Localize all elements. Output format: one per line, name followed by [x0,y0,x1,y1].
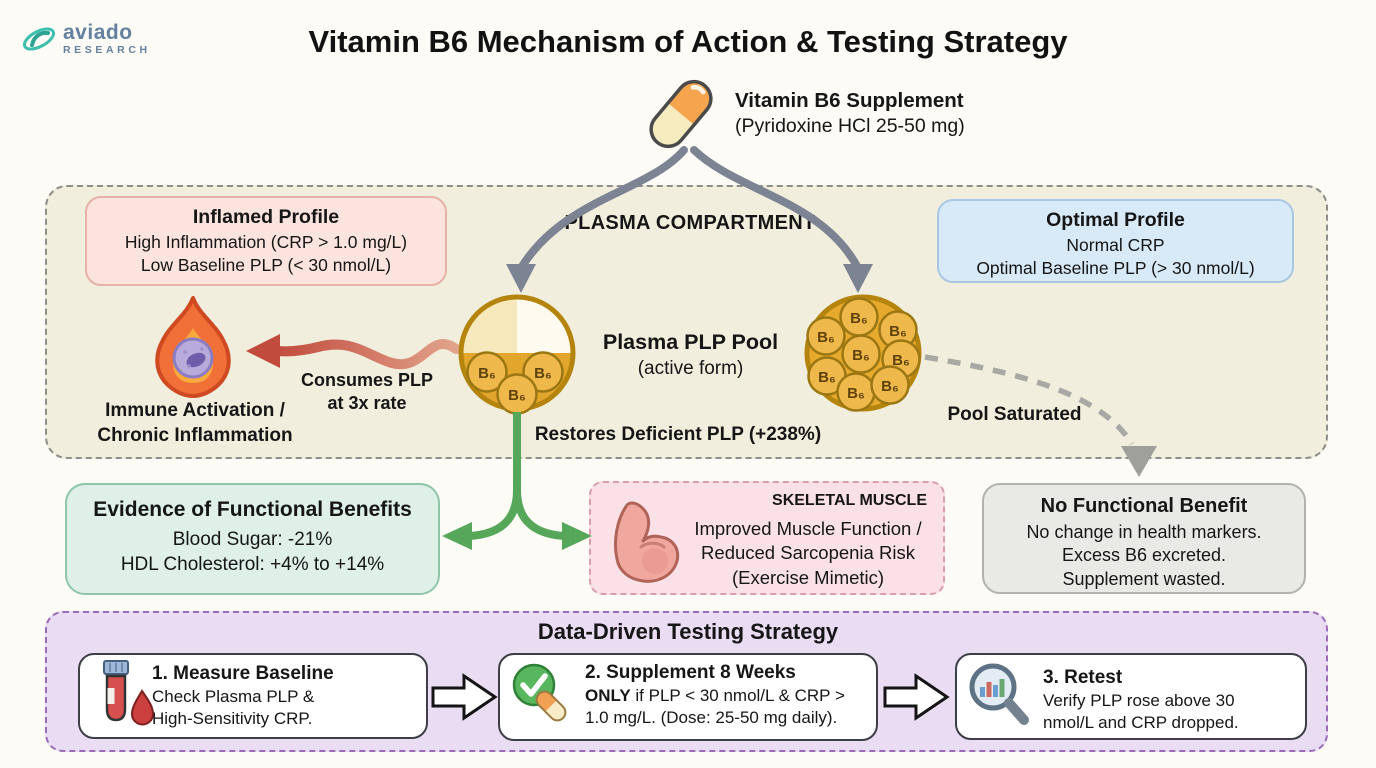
inflamed-profile-title: Inflamed Profile [192,206,340,228]
consumes-line2: at 3x rate [327,393,407,414]
skeletal-muscle-tag: SKELETAL MUSCLE [772,492,927,509]
brand-logo: aviado RESEARCH [20,22,151,56]
muscle-benefit-text: Improved Muscle Function / Reduced Sarco… [679,517,937,590]
pool-title: Plasma PLP Pool [602,330,779,354]
benefits-title: Evidence of Functional Benefits [93,498,412,521]
page-title: Vitamin B6 Mechanism of Action & Testing… [308,24,1068,59]
no-benefit-line3: Supplement wasted. [1062,568,1226,589]
step-3-line1: Verify PLP rose above 30 [1043,691,1235,711]
testing-strategy-title: Data-Driven Testing Strategy [537,619,839,644]
supplement-label: Vitamin B6 Supplement (Pyridoxine HCl 25… [735,88,965,138]
step-2-condition: if PLP < 30 nmol/L & CRP > [630,686,845,706]
no-benefit-box: No Functional Benefit No change in healt… [982,483,1306,594]
optimal-profile-line1: Normal CRP [1066,234,1165,255]
step-2-text: 2. Supplement 8 Weeks ONLY if PLP < 30 n… [585,661,875,728]
immune-activation-label: Immune Activation / Chronic Inflammation [55,399,335,448]
restores-plp-label: Restores Deficient PLP (+238%) [534,424,822,445]
immune-line2: Chronic Inflammation [97,424,293,446]
aviado-logo-icon [22,27,56,51]
muscle-line2: Reduced Sarcopenia Risk [701,542,915,564]
no-benefit-line2: Excess B6 excreted. [1061,545,1227,566]
step-3-text: 3. Retest Verify PLP rose above 30 nmol/… [1043,666,1295,733]
consumes-line1: Consumes PLP [300,370,434,390]
functional-benefits-box: Evidence of Functional Benefits Blood Su… [65,483,440,595]
skeletal-muscle-box: SKELETAL MUSCLE Improved Muscle Function… [589,481,945,595]
supplement-title: Vitamin B6 Supplement [735,89,964,112]
capsule-icon [649,79,713,149]
step-1-line2: High-Sensitivity CRP. [152,708,313,728]
optimal-profile-title: Optimal Profile [1046,209,1185,231]
muscle-line3: (Exercise Mimetic) [731,566,885,588]
optimal-profile-box: Optimal Profile Normal CRP Optimal Basel… [937,199,1294,283]
supplement-dose: (Pyridoxine HCl 25-50 mg) [735,114,965,137]
immune-line1: Immune Activation / [105,400,285,421]
benefits-line2: HDL Cholesterol: +4% to +14% [120,553,385,575]
optimal-profile-line2: Optimal Baseline PLP (> 30 nmol/L) [976,257,1255,278]
pool-subtitle: (active form) [637,357,744,379]
step-2-line2: 1.0 mg/L. (Dose: 25-50 mg daily). [585,707,838,727]
inflamed-profile-line1: High Inflammation (CRP > 1.0 mg/L) [124,231,408,252]
step-1-line1: Check Plasma PLP & [152,687,315,707]
plasma-compartment-label: PLASMA COMPARTMENT [564,212,816,234]
step-2-title: 2. Supplement 8 Weeks [585,662,796,683]
consumes-plp-label: Consumes PLP at 3x rate [287,369,447,416]
inflamed-profile-box: Inflamed Profile High Inflammation (CRP … [85,196,447,286]
step-1-title: 1. Measure Baseline [152,663,334,684]
inflamed-profile-line2: Low Baseline PLP (< 30 nmol/L) [140,254,392,275]
brand-subtitle: RESEARCH [63,44,151,56]
only-emphasis: ONLY [585,686,631,706]
step-2-line1: ONLY if PLP < 30 nmol/L & CRP > [585,685,875,707]
brand-name: aviado [63,21,133,44]
plasma-plp-pool-label: Plasma PLP Pool (active form) [588,329,793,382]
muscle-line1: Improved Muscle Function / [694,518,922,539]
no-benefit-title: No Functional Benefit [1040,495,1248,517]
step-3-line2: nmol/L and CRP dropped. [1043,712,1239,732]
pool-saturated-label: Pool Saturated [947,404,1082,425]
step-1-text: 1. Measure Baseline Check Plasma PLP & H… [152,662,392,729]
no-benefit-line1: No change in health markers. [1026,522,1262,542]
step-3-title: 3. Retest [1043,667,1123,688]
benefits-line1: Blood Sugar: -21% [172,528,333,550]
